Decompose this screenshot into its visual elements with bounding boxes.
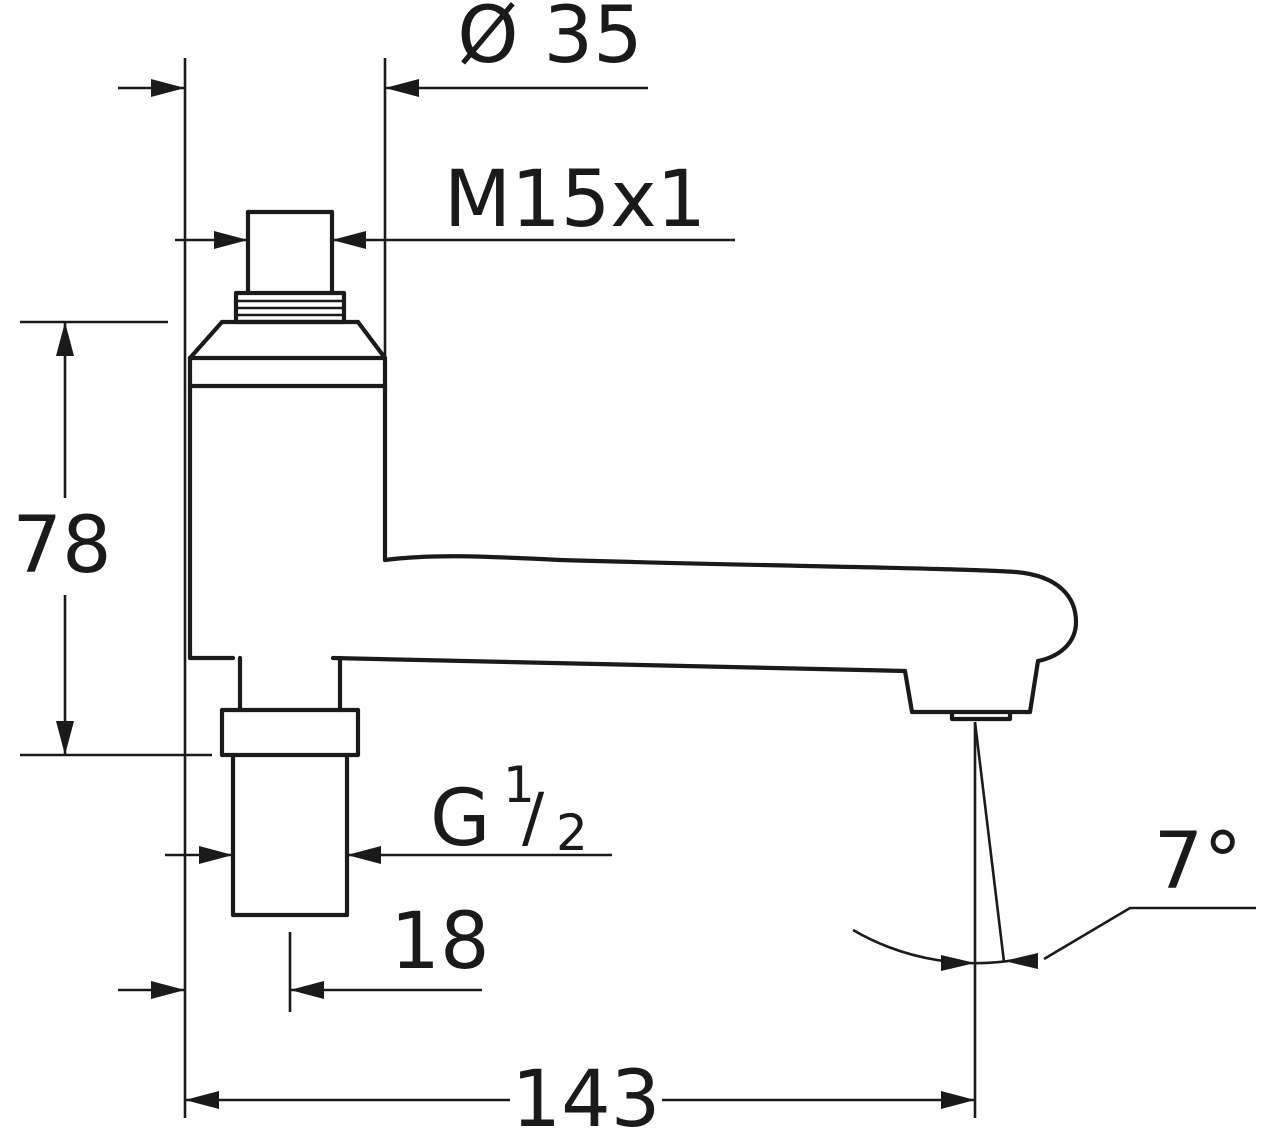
arrow-offset-right (290, 981, 324, 999)
dim-inlet-thread-label: G 1 / 2 (430, 756, 588, 864)
dim-top-thread-label: M15x1 (444, 155, 706, 245)
arrow-top-thread-right (332, 231, 366, 249)
arrow-diameter-right (385, 79, 419, 97)
dim-inlet-thread-g: G (430, 774, 490, 864)
aerator-outline (902, 658, 1041, 722)
part-outline (187, 209, 1079, 918)
flange-outline (187, 319, 388, 389)
spout-outline (330, 554, 1079, 674)
dimension-labels: Ø 35 M15x1 78 G 1 / 2 18 7° 143 (12, 0, 1242, 1145)
arrow-projection-right (941, 1091, 975, 1109)
angle-leader-line (1043, 906, 1256, 961)
dim-projection-label: 143 (512, 1055, 661, 1145)
arrow-height-top (56, 322, 74, 356)
angle-tilted-line (973, 721, 1006, 963)
dim-diameter-label: Ø 35 (457, 0, 642, 81)
arrow-height-bottom (56, 721, 74, 755)
angle-arc (852, 928, 1027, 965)
dim-angle-label: 7° (1154, 817, 1243, 907)
dim-offset-label: 18 (390, 897, 489, 987)
arrow-angle-right (1004, 953, 1038, 969)
collar-outline (233, 290, 347, 325)
arrow-inlet-thread-right (347, 846, 381, 864)
dim-inlet-thread-denominator: 2 (556, 804, 588, 862)
dim-inlet-thread-slash: / (522, 779, 545, 856)
dim-height-label: 78 (12, 501, 111, 591)
body-outline (187, 355, 388, 661)
arrow-diameter-left (151, 79, 185, 97)
arrow-inlet-thread-left (199, 846, 233, 864)
arrow-top-thread-left (214, 231, 248, 249)
dim-inlet-thread-numerator: 1 (503, 756, 535, 814)
arrow-offset-left (151, 981, 185, 999)
extension-lines (20, 58, 1256, 1118)
top-pipe-outline (245, 209, 335, 296)
arrow-angle-left (941, 955, 975, 971)
arrow-projection-left (185, 1091, 219, 1109)
inlet-pipe-outline (219, 655, 361, 918)
dimension-arrows (56, 79, 1038, 1109)
